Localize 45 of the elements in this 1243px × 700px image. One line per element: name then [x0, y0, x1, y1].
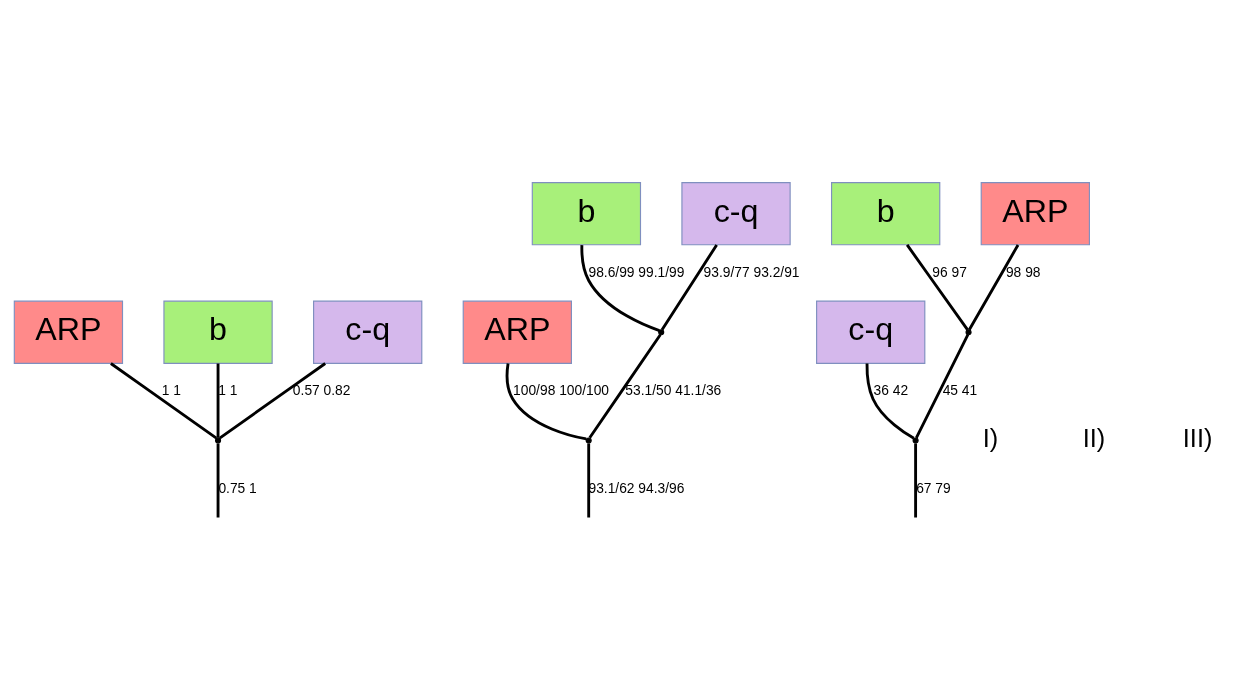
edge-label: 67 79 — [916, 479, 951, 496]
edge-label: 98.6/99 99.1/99 — [588, 263, 685, 280]
node-box: b — [831, 181, 941, 245]
node-box: ARP — [13, 300, 124, 364]
edge-label: 100/98 100/100 — [513, 381, 610, 398]
label: II) — [1082, 423, 1106, 452]
node-box: c-q — [313, 300, 423, 364]
edge-label: 93.1/62 94.3/96 — [588, 479, 685, 496]
edge-label: 53.1/50 41.1/36 — [625, 381, 722, 398]
edge-label: 0.75 1 — [218, 479, 257, 496]
edge-label: 36 42 — [873, 381, 909, 398]
edge-label: 1 1 — [218, 381, 238, 398]
edge-label: 1 1 — [161, 381, 182, 398]
connector — [218, 361, 327, 439]
node-point — [658, 328, 665, 335]
edge-label: 0.57 0.82 — [292, 381, 351, 398]
connector — [660, 243, 718, 331]
connector — [905, 243, 969, 331]
node-box: c-q — [681, 181, 791, 245]
node-box: c-q — [816, 300, 926, 364]
node-box: ARP — [462, 300, 572, 364]
node-box: ARP — [980, 181, 1090, 245]
connector — [505, 362, 587, 440]
node-box: b — [531, 181, 642, 245]
edge-label: 93.9/77 93.2/91 — [703, 263, 800, 280]
node-point — [215, 436, 222, 443]
edge-label: 96 97 — [932, 263, 967, 280]
connector — [914, 442, 918, 517]
connector — [915, 333, 970, 438]
connector — [216, 442, 220, 517]
connector — [865, 363, 915, 440]
edge-label: 45 41 — [942, 381, 978, 398]
edge-label: 98 98 — [1005, 263, 1041, 280]
connector — [216, 363, 220, 438]
connector — [110, 361, 218, 439]
connector — [587, 442, 591, 517]
node-point — [965, 328, 972, 335]
connector — [968, 243, 1020, 330]
node-box: b — [163, 300, 273, 364]
node-point — [585, 436, 592, 443]
connector — [580, 244, 660, 332]
node-point — [912, 436, 919, 443]
label: I) — [982, 423, 999, 452]
connector — [588, 333, 662, 439]
label: III) — [1182, 423, 1213, 452]
